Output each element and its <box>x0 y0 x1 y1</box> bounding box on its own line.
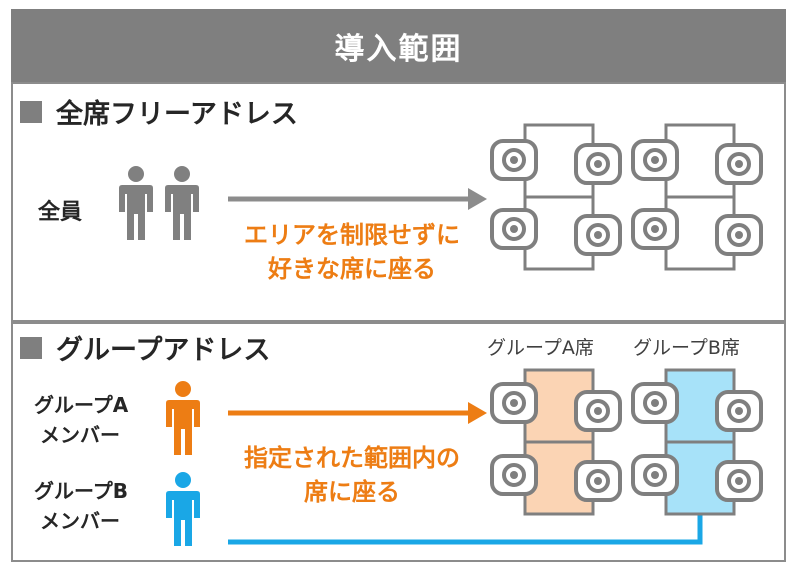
chair-icon <box>631 454 679 496</box>
section-group-address <box>11 322 786 562</box>
square-bullet-icon <box>20 336 42 359</box>
chair-icon <box>631 208 679 250</box>
all-members-label: 全員 <box>38 200 83 225</box>
chair-icon <box>715 143 763 185</box>
chair-icon <box>490 454 538 496</box>
group-a-label-line1: グループA <box>34 393 129 417</box>
group-b-label-line1: グループB <box>34 479 129 503</box>
group-a-label-line2: メンバー <box>40 423 120 447</box>
chair-icon <box>715 214 763 256</box>
chair-icon <box>631 139 679 181</box>
person-icon <box>119 166 153 240</box>
chair-icon <box>715 390 763 432</box>
chair-icon <box>574 143 622 185</box>
group-a-seat-label: グループA席 <box>487 337 594 359</box>
chair-icon <box>574 460 622 502</box>
group-a-member-label: グループA メンバー <box>34 390 128 450</box>
group-b-label-line2: メンバー <box>40 509 120 533</box>
person-icon-orange <box>166 381 200 455</box>
person-icon <box>165 166 199 240</box>
free-address-message: エリアを制限せずに 好きな席に座る <box>222 218 482 286</box>
chair-icon <box>631 382 679 424</box>
chair-icon <box>490 139 538 181</box>
section1-heading: 全席フリーアドレス <box>20 92 298 131</box>
chair-icon <box>574 390 622 432</box>
arrow-head-group-a <box>468 402 487 424</box>
section2-heading-text: グループアドレス <box>56 335 271 366</box>
square-bullet-icon <box>20 100 42 123</box>
free-message-line1: エリアを制限せずに <box>244 221 460 249</box>
chair-icon <box>490 382 538 424</box>
chair-icon <box>490 208 538 250</box>
person-icon-blue <box>166 472 200 546</box>
arrow-group-b <box>228 503 703 545</box>
group-b-seat-label: グループB席 <box>633 337 740 359</box>
chair-icon <box>574 214 622 256</box>
chair-icon <box>715 460 763 502</box>
group-message-line2: 席に座る <box>304 478 400 506</box>
section2-heading: グループアドレス <box>20 328 270 367</box>
free-message-line2: 好きな席に座る <box>268 255 436 283</box>
group-b-member-label: グループB メンバー <box>34 476 128 536</box>
page-title: 導入範囲 <box>11 9 786 82</box>
arrow-head-free <box>468 188 487 210</box>
group-message-line1: 指定された範囲内の <box>244 444 460 472</box>
section1-heading-text: 全席フリーアドレス <box>56 99 298 130</box>
group-address-message: 指定された範囲内の 席に座る <box>222 441 482 509</box>
